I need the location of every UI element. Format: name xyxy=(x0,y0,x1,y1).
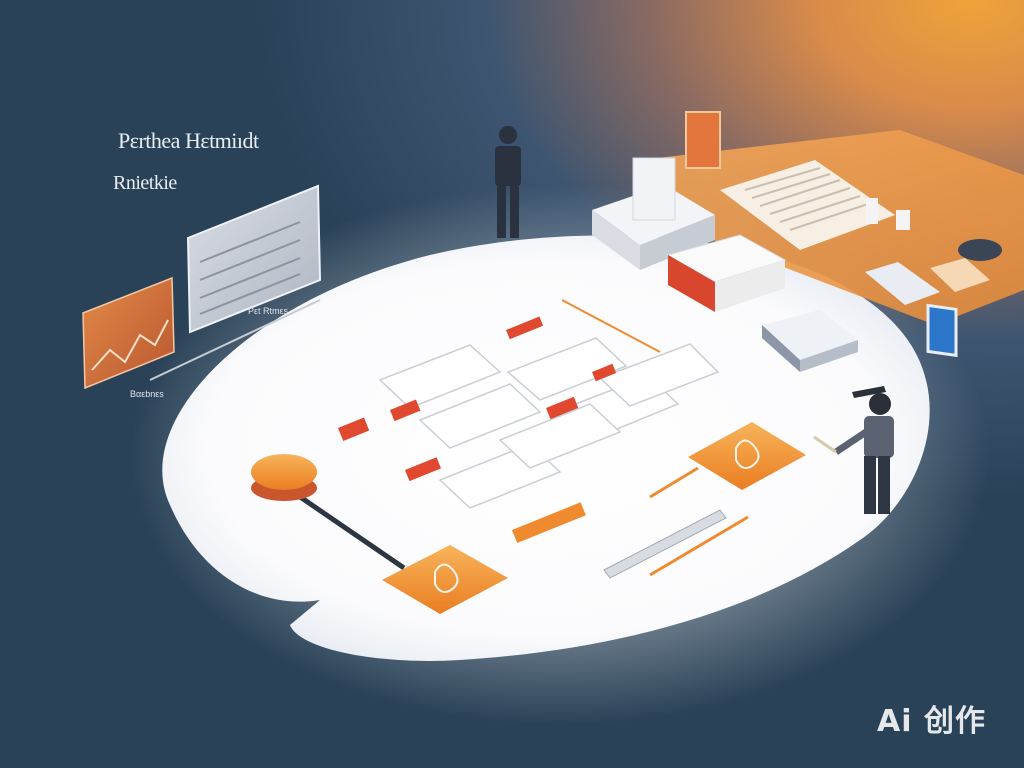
desk-card xyxy=(930,258,990,292)
red-tag-6 xyxy=(405,457,442,482)
book-side xyxy=(762,325,800,372)
orange-line-2 xyxy=(649,466,699,499)
watermark: Ai 创作 xyxy=(877,704,986,739)
desk-board xyxy=(685,111,721,169)
title-line-1: Pεrthea Hεtmiıdt xyxy=(118,128,259,153)
printer-top xyxy=(632,157,676,221)
pencil xyxy=(603,509,727,579)
desk-cup xyxy=(866,198,878,224)
doc-card-7 xyxy=(598,343,720,407)
desk-paper-lines xyxy=(744,167,869,231)
orange-tile-left xyxy=(382,545,508,614)
orange-tile-right xyxy=(688,422,806,490)
book xyxy=(762,310,858,360)
left-chart xyxy=(82,276,175,390)
orange-bar-tag xyxy=(512,502,586,543)
document-cards xyxy=(378,337,720,509)
doc-card-3 xyxy=(506,337,628,401)
left-chart-stand xyxy=(149,299,321,381)
desk-notepad xyxy=(865,262,940,305)
red-tag-3 xyxy=(506,316,544,340)
doc-card-1 xyxy=(378,344,502,409)
chart-label-1: Pεt Rtmεs xyxy=(248,306,289,316)
red-tag-1 xyxy=(338,417,370,441)
red-tag-4 xyxy=(546,396,579,420)
left-screen-lines xyxy=(199,221,301,315)
paper-stack-side xyxy=(668,255,715,312)
paper-stack-right xyxy=(715,260,785,312)
connector-line xyxy=(288,487,406,571)
desk-monitor xyxy=(926,303,958,358)
desk-paper xyxy=(720,160,895,250)
red-tag-2 xyxy=(390,399,421,422)
chart-label-2: Bαεbnεs xyxy=(130,389,164,399)
doc-card-6 xyxy=(498,403,622,469)
doc-red-tags xyxy=(338,316,617,482)
title-line-2: Rnietkie xyxy=(113,172,177,194)
tile-icon-left xyxy=(434,563,459,593)
person-top xyxy=(495,126,521,238)
person-right xyxy=(813,386,894,514)
tile-icon-right xyxy=(735,439,760,469)
desk-cup-2 xyxy=(896,210,910,230)
printer-front xyxy=(592,210,640,270)
red-tag-5 xyxy=(591,363,617,382)
book-edge xyxy=(800,340,858,372)
desk-device xyxy=(958,239,1002,261)
doc-card-2 xyxy=(418,383,542,449)
printer-side xyxy=(640,215,715,270)
node-top xyxy=(251,454,317,490)
orange-line-1 xyxy=(561,299,661,353)
left-chart-line xyxy=(91,319,169,371)
orange-line-3 xyxy=(649,515,749,577)
